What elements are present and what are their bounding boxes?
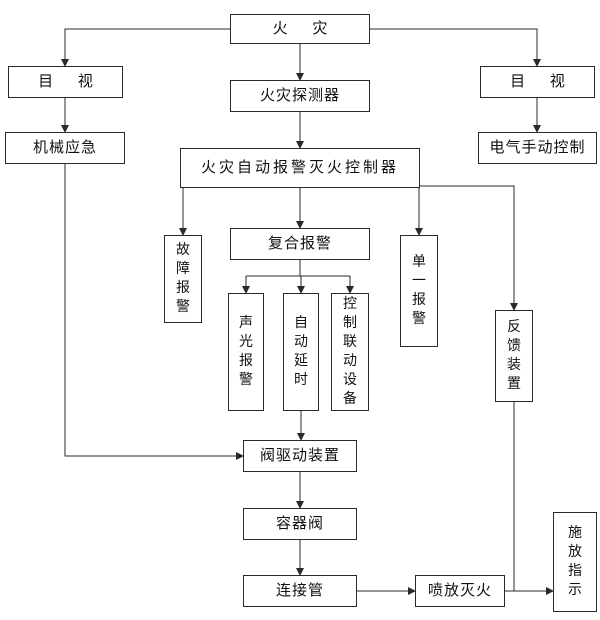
node-visual-left: 目 视	[8, 66, 123, 98]
node-composite-alarm: 复合报警	[230, 228, 370, 260]
node-feedback-device: 反 馈 装 置	[495, 310, 533, 402]
node-fault-alarm: 故 障 报 警	[164, 235, 202, 323]
node-single-alarm: 单 一 报 警	[400, 235, 438, 347]
connector-mechanical-to-valve-drive	[64, 164, 244, 460]
node-alarm-controller: 火灾自动报警灭火控制器	[180, 148, 420, 188]
node-visual-right: 目 视	[480, 66, 595, 98]
node-sound-light-alarm: 声 光 报 警	[228, 293, 264, 411]
node-fire: 火 灾	[230, 14, 370, 44]
node-electric-manual-control: 电气手动控制	[478, 132, 597, 164]
node-spray-extinguish: 喷放灭火	[415, 575, 505, 607]
node-control-linkage-equipment: 控 制 联 动 设 备	[331, 293, 369, 411]
node-fire-detector: 火灾探测器	[230, 80, 370, 112]
node-release-indicator: 施 放 指 示	[553, 512, 597, 612]
node-auto-delay: 自 动 延 时	[283, 293, 319, 411]
connector-fire-to-visual-left	[61, 28, 230, 67]
node-connecting-pipe: 连接管	[243, 575, 357, 607]
node-valve-drive-device: 阀驱动装置	[243, 440, 357, 472]
connector-fire-to-visual-right	[370, 28, 541, 67]
connector-controller-to-feedback	[420, 185, 518, 311]
node-mechanical-emergency: 机械应急	[5, 132, 125, 164]
node-container-valve: 容器阀	[243, 508, 357, 540]
connector-group	[61, 28, 554, 595]
